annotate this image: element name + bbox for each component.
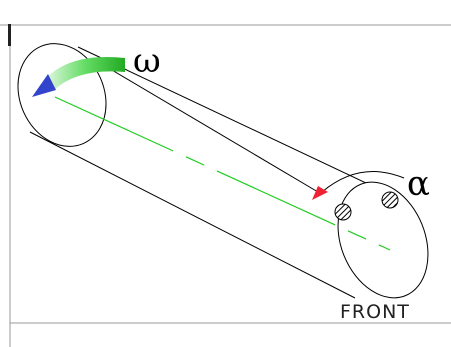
front-label: FRONT bbox=[340, 301, 410, 323]
right-pin bbox=[381, 191, 399, 209]
cylinder-top-edge bbox=[77, 46, 403, 201]
left-pin bbox=[334, 203, 352, 221]
red-arrowhead bbox=[312, 186, 328, 200]
pointer-line bbox=[94, 59, 319, 193]
omega-rotation-arrow bbox=[44, 56, 125, 90]
front-end-ellipse bbox=[337, 181, 429, 299]
blue-arrowhead bbox=[32, 74, 56, 97]
omega-label: ω bbox=[133, 41, 161, 81]
alpha-label: α bbox=[407, 164, 430, 204]
centerline bbox=[54, 96, 391, 251]
rear-end-ellipse bbox=[17, 43, 107, 147]
cylinder-bottom-edge bbox=[29, 131, 356, 299]
alpha-arc bbox=[321, 171, 405, 193]
frame-corner-mark bbox=[8, 24, 11, 46]
